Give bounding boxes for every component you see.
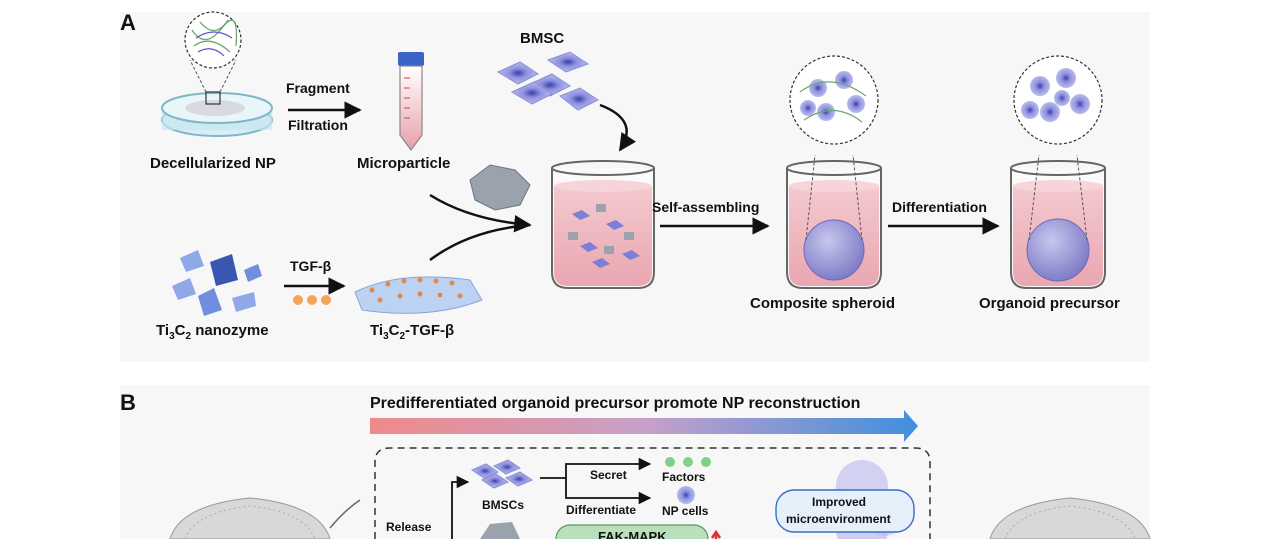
- left-connector-line: [329, 499, 361, 529]
- ti3c2-nanozyme-label: Ti3C2 nanozyme: [156, 322, 269, 342]
- panel-a-letter: A: [120, 10, 136, 35]
- release-bracket-arrow: [451, 475, 470, 539]
- release-label: Release: [386, 520, 432, 534]
- converge-arrow-top: [429, 193, 532, 233]
- bmscs-cluster-icon: [470, 459, 534, 489]
- factors-icon: [665, 457, 711, 467]
- release-fragment-icon: [480, 522, 520, 539]
- bmsc-arrow: [599, 103, 637, 152]
- differentiate-label: Differentiate: [566, 503, 637, 517]
- left-disc-tissue-icon: [169, 497, 331, 539]
- panel-b-title: Predifferentiated organoid precursor pro…: [370, 395, 861, 412]
- factors-label: Factors: [662, 470, 706, 484]
- np-cell-icon: [677, 486, 695, 504]
- bmsc-label: BMSC: [520, 30, 565, 47]
- tgf-beta-label: TGF-β: [290, 258, 332, 274]
- secret-label: Secret: [590, 468, 627, 482]
- decellularized-np-label: Decellularized NP: [150, 155, 276, 172]
- mixing-well-icon: [551, 160, 655, 289]
- fak-mapk-pill: [555, 524, 709, 539]
- improved-label: Improved: [812, 495, 867, 509]
- self-assembling-label: Self-assembling: [652, 199, 760, 215]
- microenvironment-label: microenvironment: [786, 512, 891, 526]
- mechanism-dashed-box: [374, 447, 931, 539]
- ti3c2-tgf-label: Ti3C2-TGF-β: [370, 322, 455, 342]
- converge-arrow-bottom: [429, 223, 531, 262]
- secret-arrow: [540, 457, 652, 479]
- ti3c2-tgf-sheet-icon: [354, 276, 483, 314]
- nanozyme-flakes-icon: [172, 250, 262, 316]
- fak-mapk-label: FAK-MAPK: [598, 529, 667, 539]
- improved-microenvironment-box: [775, 489, 915, 533]
- bmscs-label: BMSCs: [482, 498, 525, 512]
- organoid-precursor-well-icon: [1010, 55, 1106, 289]
- centrifuge-tube-icon: [398, 52, 424, 152]
- up-arrow-icon: [710, 529, 722, 539]
- differentiate-arrow: [565, 478, 652, 505]
- np-cells-label: NP cells: [662, 504, 709, 518]
- filtration-label: Filtration: [288, 117, 348, 133]
- reconstruction-arrow: [370, 410, 918, 442]
- panel-b-letter: B: [120, 390, 136, 415]
- organoid-precursor-label: Organoid precursor: [979, 295, 1120, 312]
- petri-dish-icon: [161, 11, 273, 137]
- microparticle-fragment-icon: [469, 164, 531, 211]
- bmsc-cells-icon: [496, 51, 599, 111]
- composite-spheroid-well-icon: [786, 55, 882, 289]
- fragment-label: Fragment: [286, 80, 350, 96]
- tgf-beta-dots-icon: [293, 295, 331, 305]
- composite-spheroid-label: Composite spheroid: [750, 295, 896, 312]
- differentiation-label: Differentiation: [892, 199, 987, 215]
- right-disc-tissue-icon: [989, 497, 1151, 539]
- microparticle-label: Microparticle: [357, 155, 451, 172]
